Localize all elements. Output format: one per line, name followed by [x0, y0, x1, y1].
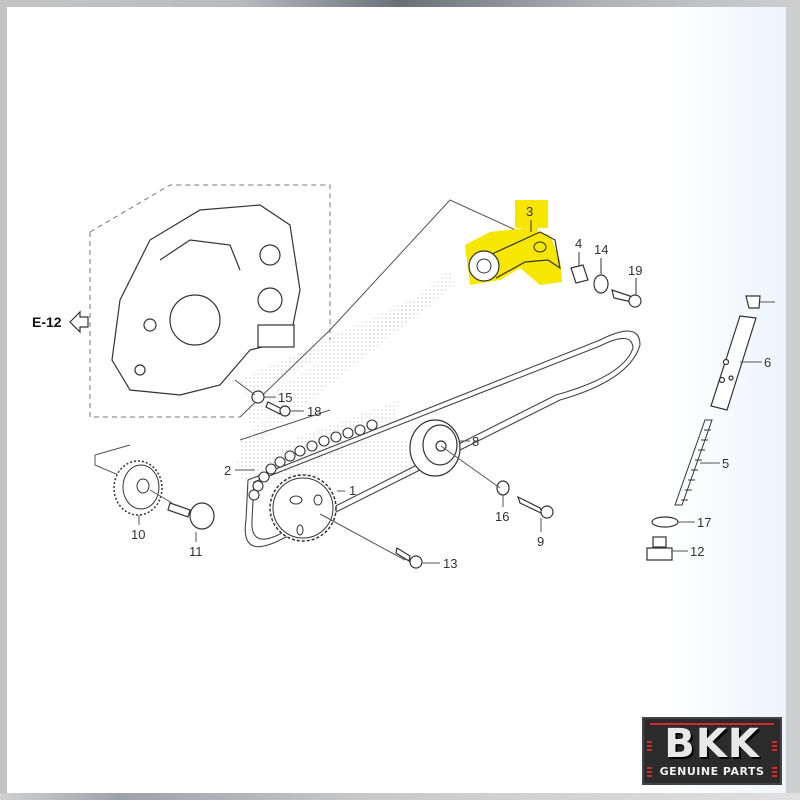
- callout-3: 3: [526, 204, 533, 219]
- washer-part-15[interactable]: [251, 390, 265, 404]
- callout-10: 10: [131, 527, 145, 542]
- brand-logo: BKK GENUINE PARTS: [642, 717, 782, 785]
- bolt-part-11[interactable]: [167, 502, 215, 530]
- cam-chain-part-2[interactable]: [248, 419, 378, 501]
- tensioner-body-part-6[interactable]: [710, 315, 757, 411]
- bolt-part-9[interactable]: [516, 495, 545, 516]
- callout-8: 8: [472, 434, 479, 449]
- diagram-canvas: [7, 7, 786, 793]
- callout-6: 6: [764, 355, 771, 370]
- cap-part[interactable]: [745, 295, 761, 309]
- spring-part-5[interactable]: [674, 419, 713, 506]
- callout-1: 1: [349, 483, 356, 498]
- callout-13: 13: [443, 556, 457, 571]
- plug-part-12[interactable]: [646, 536, 673, 561]
- callout-14: 14: [594, 242, 608, 257]
- callout-5: 5: [722, 456, 729, 471]
- callout-19: 19: [628, 263, 642, 278]
- crankcase-part: [111, 204, 301, 396]
- callout-17: 17: [697, 515, 711, 530]
- bolt-part-18[interactable]: [265, 401, 283, 415]
- cam-chain-loop: [244, 330, 641, 548]
- callout-16: 16: [495, 509, 509, 524]
- logo-bars-bottom-right-icon: [772, 767, 777, 779]
- bolt-part-13[interactable]: [395, 547, 411, 562]
- crankcase-group-outline: [89, 184, 331, 418]
- gear-part-10[interactable]: [113, 460, 163, 516]
- callout-2: 2: [224, 463, 231, 478]
- frame-bottom: [0, 793, 800, 800]
- collar-part-4[interactable]: [570, 264, 589, 284]
- logo-bars-bottom-left-icon: [647, 767, 652, 779]
- washer-part-16[interactable]: [496, 480, 510, 496]
- callout-11: 11: [189, 544, 203, 559]
- guide-roller-part-8[interactable]: [409, 419, 461, 477]
- reference-label: E-12: [32, 314, 62, 330]
- logo-bars-left-icon: [647, 741, 652, 753]
- callout-4: 4: [575, 236, 582, 251]
- logo-accent-line: [650, 723, 774, 725]
- logo-bars-right-icon: [772, 741, 777, 753]
- tensioner-arm-part-3[interactable]: 3: [465, 200, 562, 285]
- logo-brand-text: BKK: [664, 721, 760, 767]
- watermark-wing-icon: [235, 270, 455, 480]
- washer-part-14[interactable]: [593, 274, 609, 294]
- callout-18: 18: [307, 404, 321, 419]
- callout-15: 15: [278, 390, 292, 405]
- cam-sprocket-part-1[interactable]: [269, 474, 337, 542]
- logo-tagline: GENUINE PARTS: [659, 765, 765, 778]
- callout-9: 9: [537, 534, 544, 549]
- arrow-left-icon: [69, 310, 89, 334]
- washer-part-17[interactable]: [651, 516, 679, 528]
- callout-12: 12: [690, 544, 704, 559]
